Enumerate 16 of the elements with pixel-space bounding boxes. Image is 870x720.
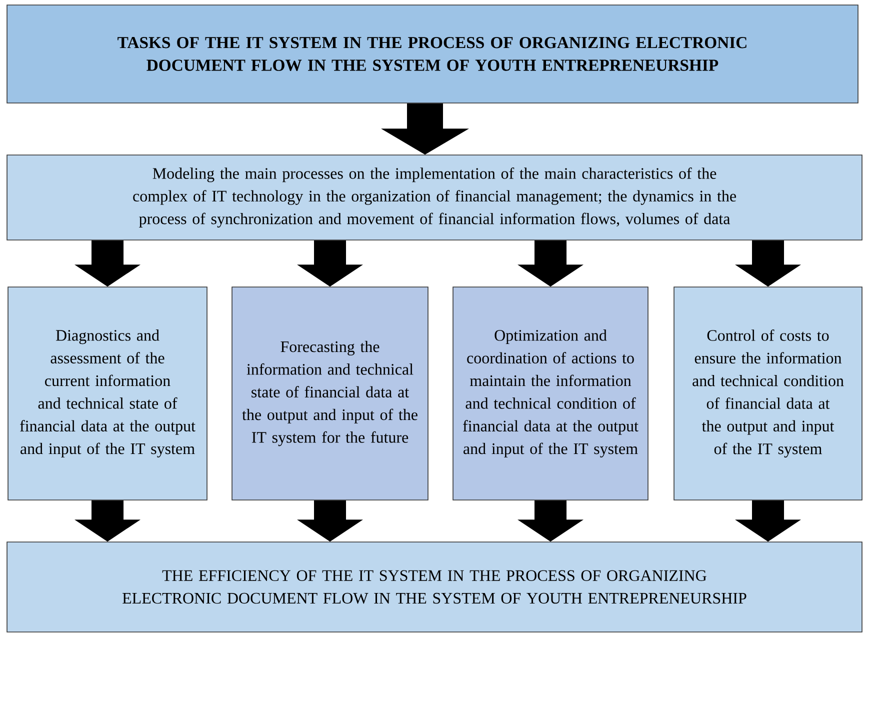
process-box: Modeling the main processes on the implementation of the main characteristics of the complex of IT technology in the organization of financial management; the dynamics in the process of synchronization and movement of financial information flows, volumes of data	[6, 154, 862, 240]
process-box: Diagnostics and assessment of the current information and technical state of financial data at the output and input of the IT system	[8, 286, 208, 500]
block-arrow	[518, 240, 584, 287]
block-arrow	[74, 240, 140, 287]
process-box: Optimization and coordination of actions to maintain the information and technical condition of financial data at the output and input of the IT system	[452, 286, 648, 500]
title-box: TASKS OF THE IT SYSTEM IN THE PROCESS OF ORGANIZING ELECTRONIC DOCUMENT FLOW IN THE SYSTEM OF YOUTH ENTREPRENEURSHIP	[6, 4, 858, 104]
block-arrow	[297, 500, 363, 542]
block-arrow	[518, 500, 584, 542]
block-arrow	[735, 240, 801, 287]
block-arrow	[74, 500, 140, 542]
block-arrow	[381, 103, 469, 155]
block-arrow	[735, 500, 801, 542]
process-box: Forecasting the information and technical state of financial data at the output and input of the IT system for the future	[232, 286, 428, 500]
block-arrow	[297, 240, 363, 287]
process-box: Control of costs to ensure the information and technical condition of financial data at the output and input of the IT system	[674, 286, 862, 500]
result-box: THE EFFICIENCY OF THE IT SYSTEM IN THE PROCESS OF ORGANIZING ELECTRONIC DOCUMENT FLOW IN THE SYSTEM OF YOUTH ENTREPRENEURSHIP	[6, 542, 862, 632]
